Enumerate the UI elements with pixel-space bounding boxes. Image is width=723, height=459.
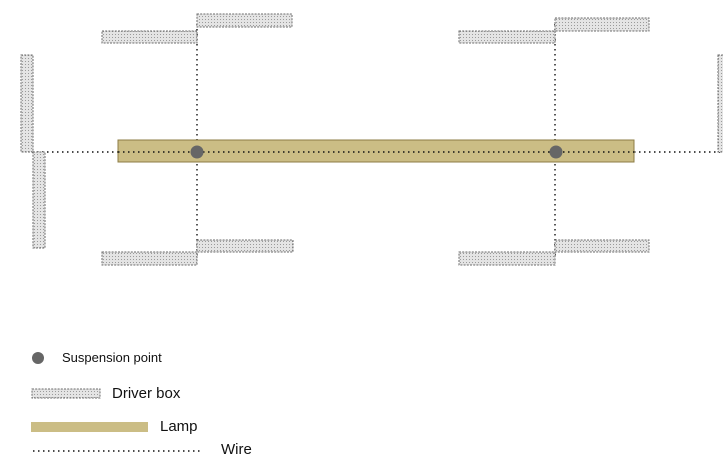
driver-box [554, 239, 650, 253]
driver-box [458, 30, 556, 44]
driver-box [196, 13, 293, 28]
driver-box [554, 17, 650, 32]
driver-box [458, 251, 556, 266]
legend-driver-box-symbol [31, 388, 101, 399]
legend-label-suspension-point: Suspension point [62, 350, 162, 365]
driver-box [101, 251, 198, 266]
driver-box [32, 151, 46, 249]
driver-box [196, 239, 294, 253]
legend-suspension-point-symbol [32, 352, 44, 364]
legend-lamp-symbol [31, 422, 148, 432]
suspension-point [549, 145, 563, 159]
driver-boxes [20, 13, 723, 266]
legend-label-driver-box: Driver box [112, 385, 181, 402]
legend-label-lamp: Lamp [160, 418, 198, 435]
driver-box [20, 54, 34, 153]
driver-box [101, 30, 198, 44]
legend-symbols [31, 352, 203, 452]
suspension-point [190, 145, 204, 159]
lamp [117, 139, 635, 163]
driver-box [717, 54, 723, 153]
legend-label-wire: Wire [221, 441, 252, 458]
